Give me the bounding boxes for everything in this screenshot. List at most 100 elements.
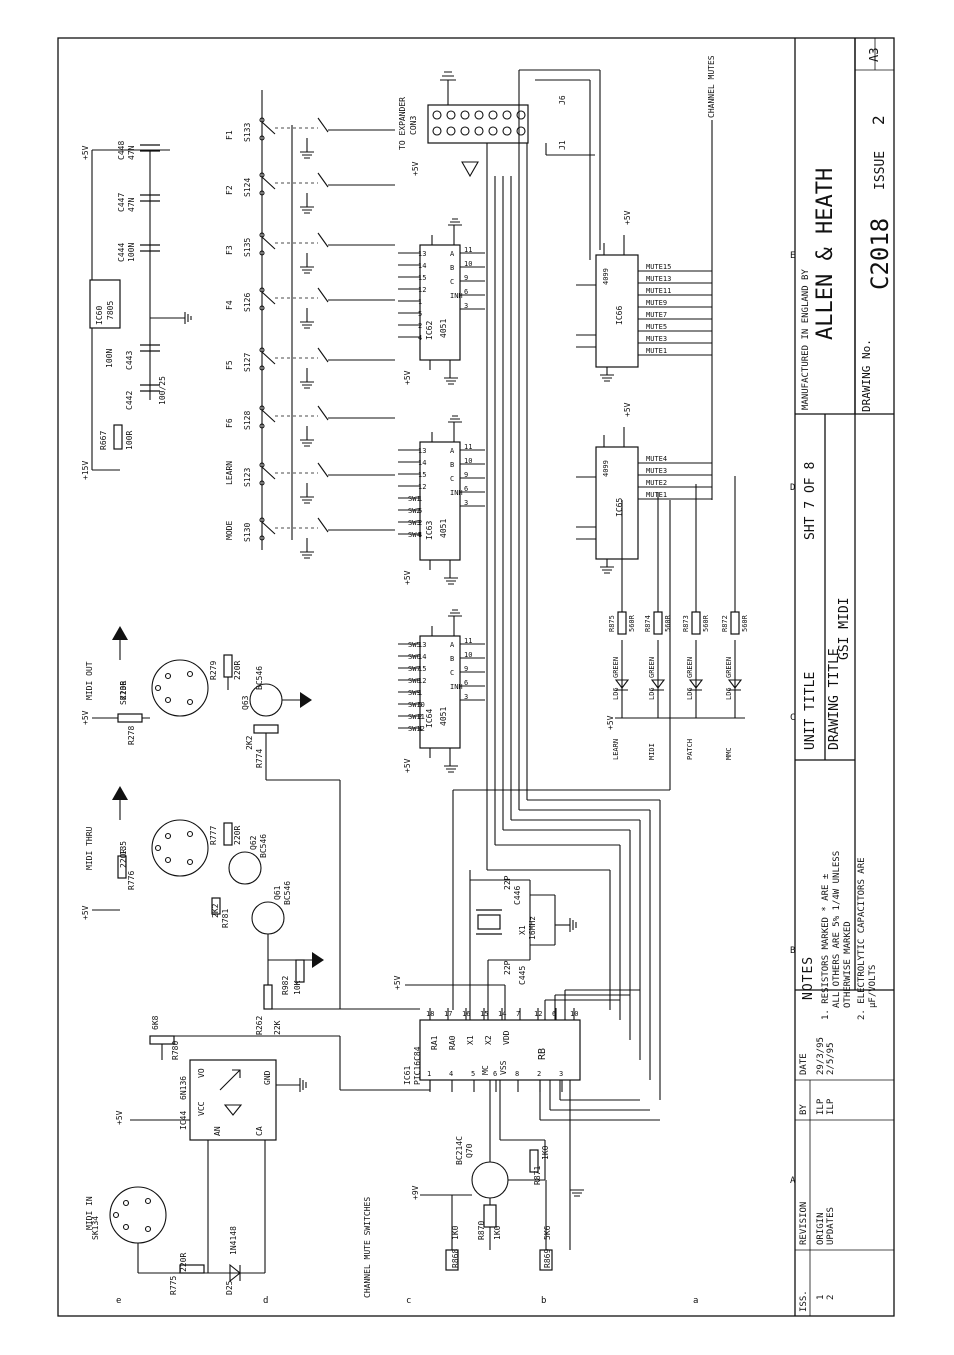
micro-pin-number: 16 [462,1010,470,1018]
net-label: SW6 [408,653,421,661]
mux-pin-number: 2 [418,519,422,527]
micro-pin-name: RA1 [430,1035,439,1050]
mux-pin-number: 9 [464,471,468,479]
manufacturer-text: MANUFACTURED IN ENGLAND BY [801,269,811,410]
mux-pin-number: 1 [418,495,422,503]
ground-symbol [300,151,314,159]
ground-symbol [184,312,192,324]
net-label: SW12 [408,725,425,733]
net-label: SW7 [408,665,421,673]
connector-pin [474,110,484,120]
company-name: ALLEN & HEATH [813,168,838,340]
switch-terminal [259,232,265,238]
mux-type: 4051 [439,319,448,338]
mux-pin-number: 10 [464,457,472,465]
ground-symbol [300,321,314,329]
switch-terminal [259,462,265,468]
resistor-value: 6K8 [151,1015,160,1030]
crystal-section: X1 16MHz C446 22P C445 22P [469,870,577,1020]
mute-label: MUTE5 [646,323,667,331]
resistor-value: 22K [273,1020,282,1035]
cap-value: 22P [503,960,512,975]
switch-terminal [259,172,265,178]
connector-pin [488,110,498,120]
rev-header-date: DATE [799,1053,809,1075]
transistor-ref: Q61 [273,885,282,900]
net-label: SW2 [408,507,421,515]
issue-number: 2 [869,115,888,125]
zone-number: b [541,1296,546,1306]
supply-label: +9V [411,1185,420,1200]
switch-label: LEARN [225,461,234,485]
note-line: 2. ELECTROLYTIC CAPACITORS ARE [857,857,867,1020]
mux-body [419,441,461,561]
cap-ref: C445 [518,966,527,985]
switch-label: F6 [225,418,234,428]
resistor-value: 1K0 [493,1225,502,1240]
resistor-ref: R982 [281,976,290,995]
micro-pin-number: 10 [570,1010,578,1018]
mux-pin-number: 3 [464,693,468,701]
resistor-value: 220R [233,826,242,845]
switch-terminal [259,405,265,411]
led-symbol [688,679,704,691]
rev-header-iss: ISS. [799,1290,809,1312]
micro-pin-number: 5 [471,1070,475,1078]
ground-symbol [444,377,458,385]
mux-type: 4051 [439,519,448,538]
resistor-value: 220R [179,1253,188,1272]
ground-symbol [569,918,577,932]
resistor-ref: R874 [644,615,652,632]
resistor-value: 2K2 [245,735,254,750]
switch-terminal [259,117,265,123]
svg-text:C444: C444 [117,243,126,262]
switch-terminal [259,305,265,311]
drawing-no-label: DRAWING No. [860,339,873,412]
led-symbol [727,679,743,691]
resistor-value: 220R [119,681,128,700]
switch-contact [317,172,329,188]
connector-pin-label: J6 [558,95,567,105]
resistor-value: 5K6 [543,1225,552,1240]
supply-label: +5V [403,370,412,385]
ground-symbol [300,496,314,504]
ground-symbol [300,439,314,447]
drawing-number: C2018 [866,218,894,290]
rev-desc: UPDATES [826,1207,836,1245]
opto-pin: AN [213,1126,222,1136]
switch-terminal [259,535,265,541]
drawing-title-label: DRAWING TITLE [827,648,842,750]
ground-symbol [300,551,314,559]
latch-body [595,446,639,560]
latch-type: 4099 [602,268,610,285]
transistor-q70 [471,1161,509,1199]
net-label: SW1 [408,495,421,503]
resistor-ref: R775 [169,1276,178,1295]
regulator-ic60 [89,279,121,329]
connector-pin [474,126,484,136]
led-ref: LD6 [686,687,694,700]
switch-contact [317,287,329,303]
switch-contact [317,232,329,248]
switch-ref: S135 [243,238,252,257]
resistor-r667 [113,424,123,450]
switch-terminal [259,480,265,486]
zone-letter: D [790,483,795,493]
connector-ref: CON3 [409,116,418,135]
midi-in-label: MIDI IN [85,1196,94,1230]
cap-ref: C446 [513,886,522,905]
switch-label: MODE [225,521,234,540]
net-label: SW8 [408,677,421,685]
mux-pin-number: 6 [464,679,468,687]
note-line: 1. RESISTORS MARKED * ARE ± [821,873,831,1020]
notes-label: NOTES [801,956,816,1000]
switch-ref: S128 [243,411,252,430]
zone-letter: B [790,946,795,956]
mux-pin-number: 4 [418,725,422,733]
transistor-q61 [251,901,285,935]
note-line: µF/VOLTS [868,965,878,1008]
